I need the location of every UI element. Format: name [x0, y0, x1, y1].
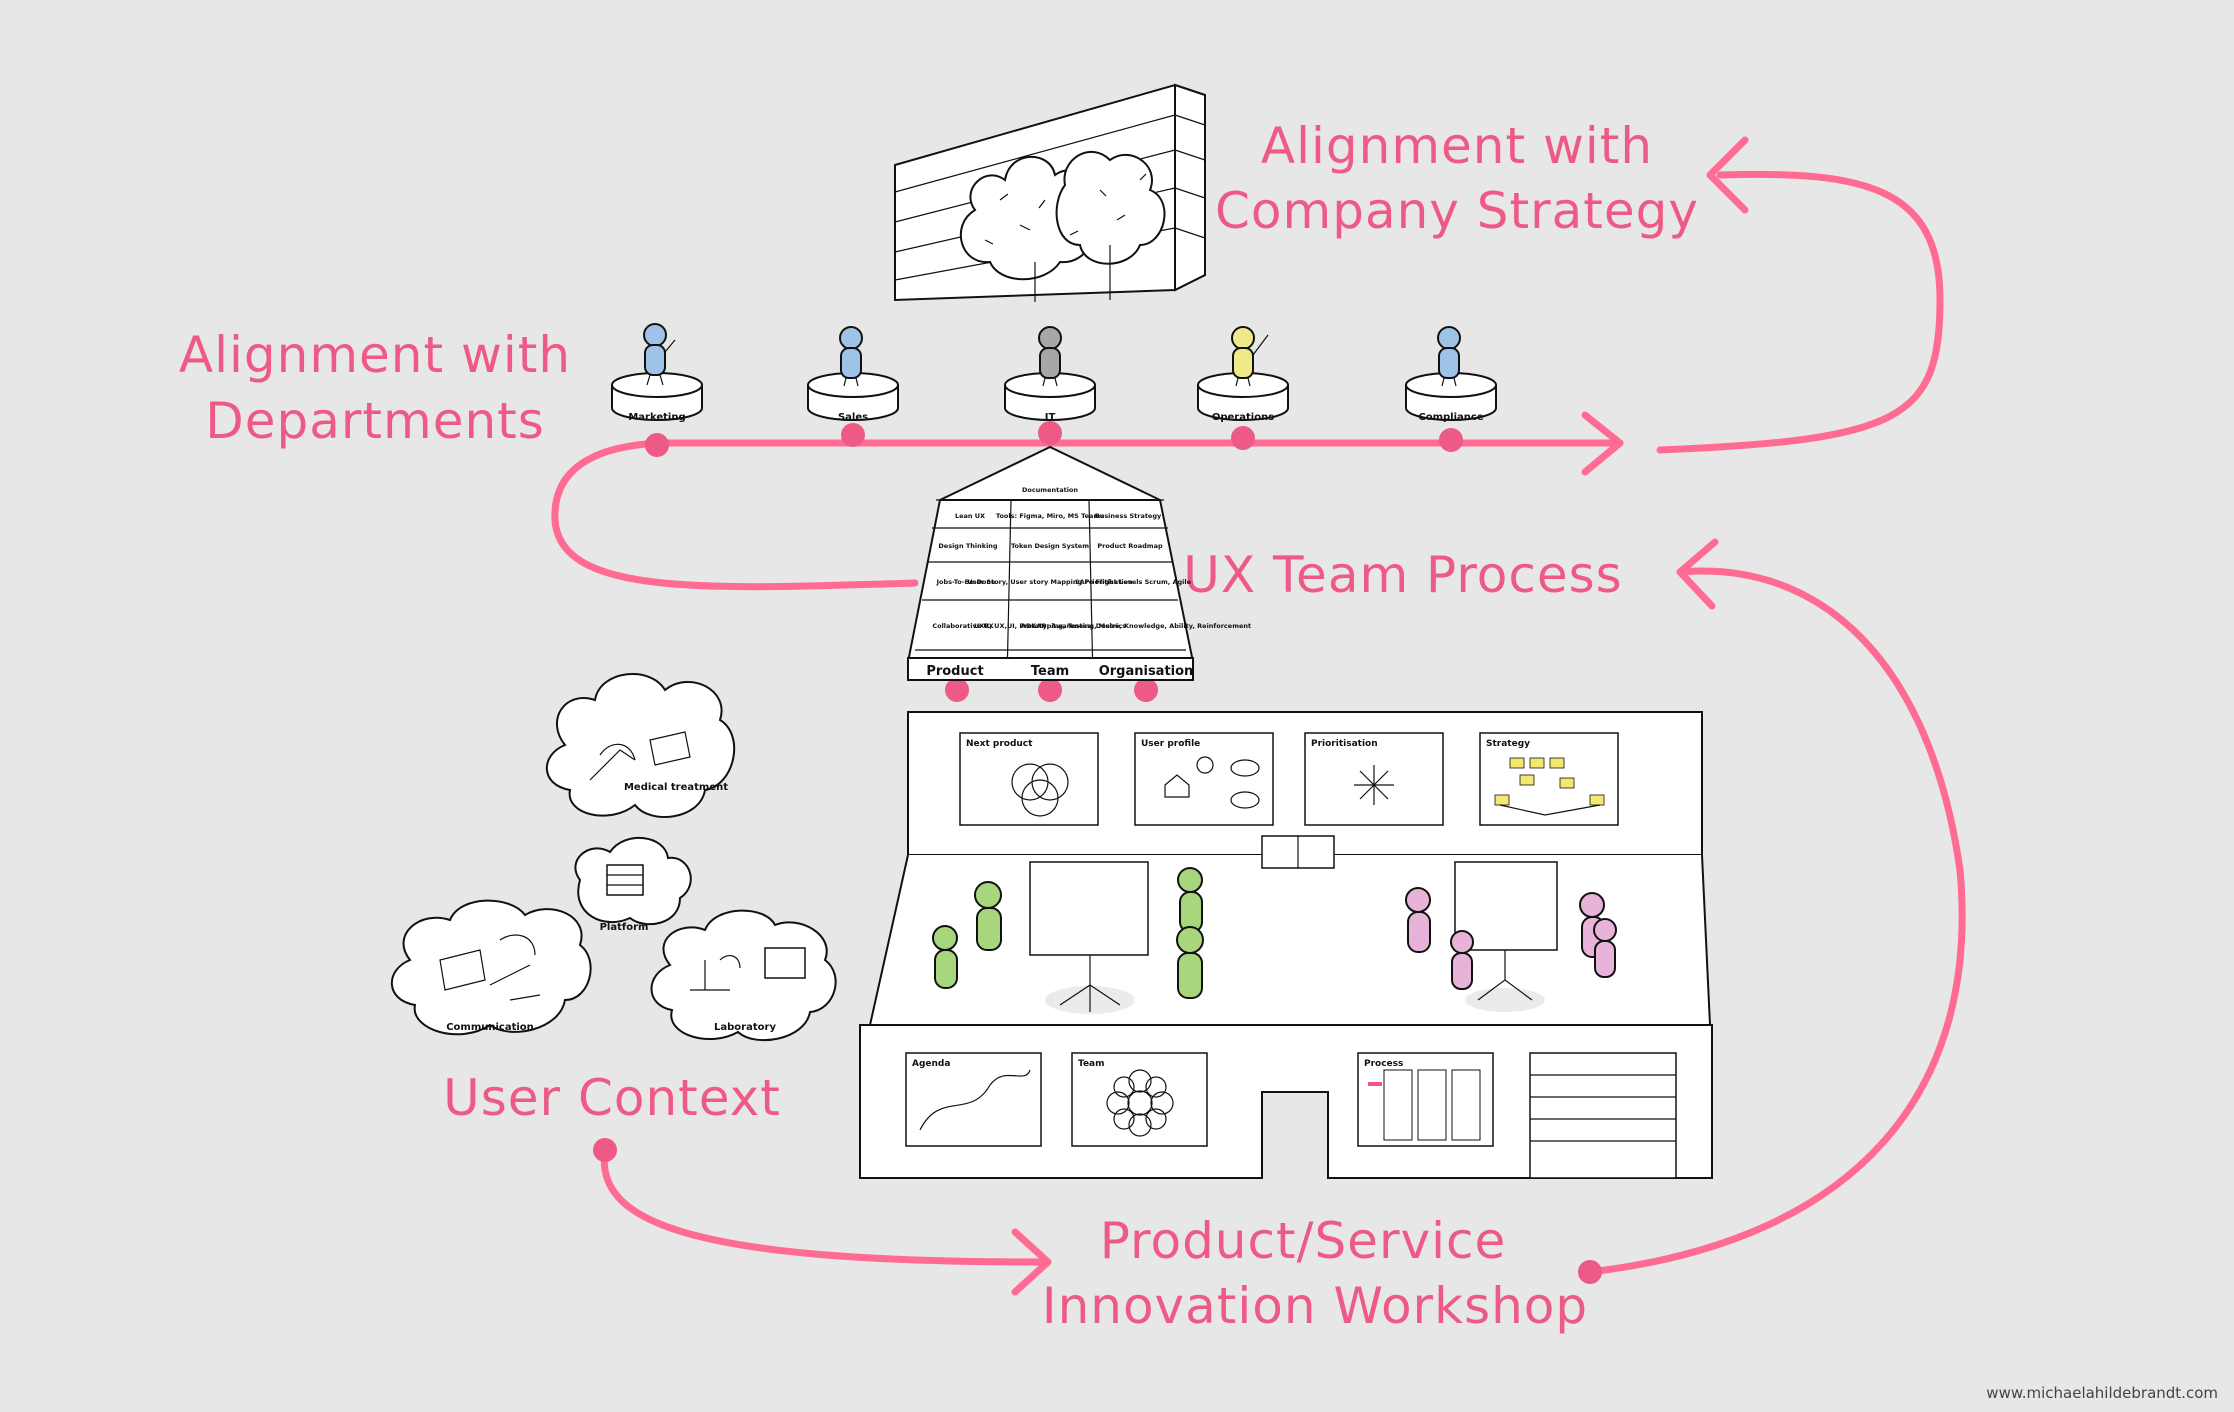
cloud-platform: Platform [574, 836, 692, 933]
board-team: Team [1071, 1052, 1208, 1147]
board-process: Process [1357, 1052, 1494, 1147]
workshop-return-line [1586, 567, 1966, 1276]
company-strategy-loop [1656, 170, 1944, 454]
board-title-next-product: Next product [966, 739, 1033, 749]
cloud-communication: Communication [390, 899, 592, 1036]
dot-compliance [1439, 428, 1463, 452]
ux-process-arrowhead [1676, 538, 1719, 610]
workshop-label-line2: Innovation Workshop [1042, 1277, 1588, 1335]
grid-r2-c2: Token Design System [1011, 542, 1089, 550]
dot-organisation [1134, 678, 1158, 702]
grid-top-center: Documentation [1022, 486, 1078, 494]
dept-label-compliance: Compliance [1418, 412, 1483, 423]
grid-r3-c2: User Story, User story Mapping Prioritis… [967, 578, 1133, 586]
whiteboard-right [1454, 861, 1558, 1012]
cloud-medical-treatment: Medical treatment [545, 673, 736, 818]
whiteboard-left [1029, 861, 1149, 1014]
flow-dots [593, 421, 1602, 1284]
flow-lines [551, 136, 1966, 1296]
dot-workshop [1578, 1260, 1602, 1284]
pink-team-figures [1405, 887, 1617, 990]
grid-r4-c1: Collaborative UX [932, 622, 993, 630]
grid-r4-c3: ADKAR: Awareness, Desire, Knowledge, Abi… [1021, 622, 1251, 630]
dept-label-it: IT [1045, 412, 1056, 423]
dot-user-context [593, 1138, 617, 1162]
grid-r2-c3: Product Roadmap [1097, 542, 1163, 550]
departments-flow-line [551, 439, 1624, 591]
col-organisation: Organisation [1099, 664, 1194, 679]
cloud-laboratory: Laboratory [650, 909, 837, 1042]
workshop-label-line1: Product/Service [1100, 1212, 1506, 1270]
dot-team [1038, 678, 1062, 702]
cloud-label-medical: Medical treatment [624, 782, 728, 793]
department-pedestals: Marketing Sales IT Operations [611, 323, 1497, 423]
board-title-team: Team [1078, 1059, 1105, 1069]
user-context-line [600, 1146, 1044, 1266]
board-title-agenda: Agenda [912, 1059, 950, 1069]
user-context-label: User Context [443, 1069, 781, 1127]
pedestal-sales: Sales [807, 326, 899, 423]
dot-marketing [645, 433, 669, 457]
company-building-illustration [894, 83, 1206, 302]
grid-r3-c1: Jobs-To-Be-Done [936, 578, 996, 586]
pedestal-operations: Operations [1197, 326, 1289, 423]
grid-r3-c3: SAFe Flight Levels Scrum, Agile [1075, 578, 1192, 586]
company-strategy-label-line2: Company Strategy [1215, 182, 1699, 240]
credit-url: www.michaelahildebrandt.com [1986, 1384, 2218, 1402]
board-title-prioritisation: Prioritisation [1311, 739, 1378, 749]
shelf-lower-right [1529, 1052, 1677, 1179]
dept-label-sales: Sales [838, 412, 868, 423]
grid-r1-c3: Business Strategy [1095, 512, 1162, 520]
dot-operations [1231, 426, 1255, 450]
dot-it [1038, 421, 1062, 445]
board-title-process: Process [1364, 1059, 1403, 1069]
company-strategy-arrowhead [1706, 136, 1749, 214]
ux-process-grid: Documentation Lean UX Tools: Figma, Miro… [906, 445, 1251, 681]
board-agenda: Agenda [905, 1052, 1042, 1147]
departments-label-line2: Departments [205, 392, 545, 450]
cloud-label-platform: Platform [600, 922, 649, 933]
grid-r1-c1: Lean UX [955, 512, 985, 520]
board-title-user-profile: User profile [1141, 739, 1200, 749]
col-product: Product [926, 664, 983, 679]
col-team: Team [1031, 664, 1069, 679]
workshop-arrowhead [1011, 1228, 1052, 1296]
board-title-strategy: Strategy [1486, 739, 1530, 749]
dept-label-operations: Operations [1212, 412, 1274, 423]
board-strategy: Strategy [1479, 732, 1619, 826]
green-team-figures [932, 867, 1204, 999]
ux-team-process-label: UX Team Process [1183, 546, 1622, 604]
dot-product [945, 678, 969, 702]
workshop-building: Next product User profile Prioritisation… [859, 711, 1713, 1179]
company-strategy-label-line1: Alignment with [1261, 117, 1653, 175]
pedestal-it: IT [1004, 326, 1096, 423]
grid-r1-c2: Tools: Figma, Miro, MS Teams [996, 512, 1104, 520]
cloud-label-laboratory: Laboratory [714, 1022, 776, 1033]
dept-label-marketing: Marketing [628, 412, 685, 423]
cloud-label-communication: Communication [446, 1022, 534, 1033]
grid-r2-c1: Design Thinking [938, 542, 998, 550]
user-context-clouds: Medical treatment Platform Communication… [390, 673, 837, 1042]
departments-arrowhead [1581, 411, 1624, 476]
dot-sales [841, 423, 865, 447]
board-next-product: Next product [959, 732, 1099, 826]
grid-r4-c2: UXR, UX,UI, Prototyping, Testing, Metric… [974, 622, 1126, 630]
pedestal-marketing: Marketing [611, 323, 703, 423]
board-prioritisation: Prioritisation [1304, 732, 1444, 826]
pedestal-compliance: Compliance [1405, 326, 1497, 423]
departments-label-line1: Alignment with [179, 326, 571, 384]
board-user-profile: User profile [1134, 732, 1274, 826]
